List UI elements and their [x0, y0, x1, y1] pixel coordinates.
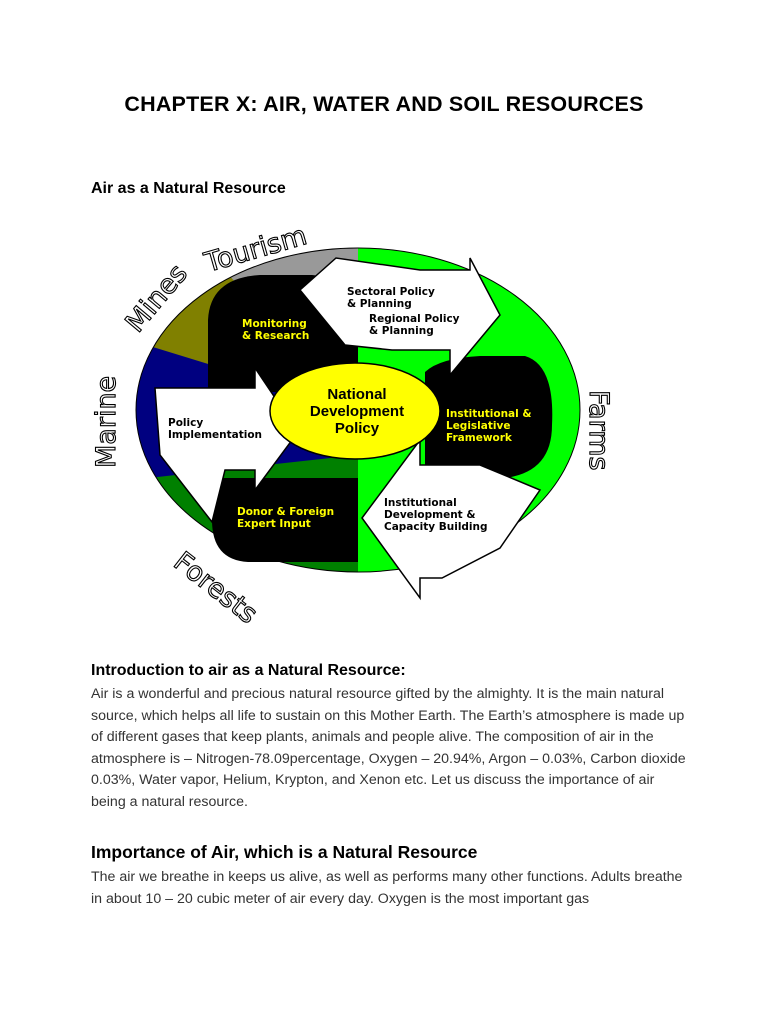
center-ellipse — [269, 362, 441, 460]
policy-cycle-diagram: National Development Policy Monitoring &… — [90, 220, 614, 631]
policy-impl-label-2: Implementation — [168, 429, 262, 441]
section-heading: Air as a Natural Resource — [91, 180, 286, 197]
monitoring-label-1: Monitoring — [242, 318, 307, 330]
institutional-dev-label-3: Capacity Building — [384, 521, 488, 533]
donor-label-1: Donor & Foreign — [237, 506, 334, 518]
policy-impl-label-1: Policy — [168, 417, 203, 429]
sectoral-arrow — [298, 257, 501, 378]
donor-box — [212, 478, 358, 562]
center-line-3: Policy — [335, 420, 380, 437]
center-line-2: Development — [310, 403, 404, 420]
page-title: CHAPTER X: AIR, WATER AND SOIL RESOURCES — [124, 92, 644, 116]
institutional-legislative-label-3: Framework — [446, 432, 513, 444]
importance-heading: Importance of Air, which is a Natural Re… — [91, 842, 478, 862]
farms-label: Farms — [583, 390, 614, 471]
regional-label-1: Regional Policy — [369, 313, 460, 325]
intro-heading: Introduction to air as a Natural Resourc… — [91, 662, 406, 679]
importance-paragraph: The air we breathe in keeps us alive, as… — [91, 869, 683, 907]
marine-label: Marine — [91, 376, 122, 468]
outer-ring-outline — [135, 247, 581, 573]
policy-implementation-arrow — [154, 365, 299, 524]
institutional-dev-label-2: Development & — [384, 509, 476, 521]
center-line-1: National — [327, 386, 386, 403]
institutional-development-arrow — [361, 437, 542, 601]
donor-label-2: Expert Input — [237, 518, 311, 530]
institutional-legislative-box — [425, 356, 553, 478]
regional-label-2: & Planning — [369, 325, 434, 337]
institutional-legislative-label-2: Legislative — [446, 420, 510, 432]
sectoral-label-2: & Planning — [347, 298, 412, 310]
intro-paragraph: Air is a wonderful and precious natural … — [91, 686, 686, 810]
institutional-legislative-label-1: Institutional & — [446, 408, 532, 420]
sectoral-label-1: Sectoral Policy — [347, 286, 435, 298]
monitoring-label-2: & Research — [242, 330, 309, 342]
institutional-dev-label-1: Institutional — [384, 497, 457, 509]
